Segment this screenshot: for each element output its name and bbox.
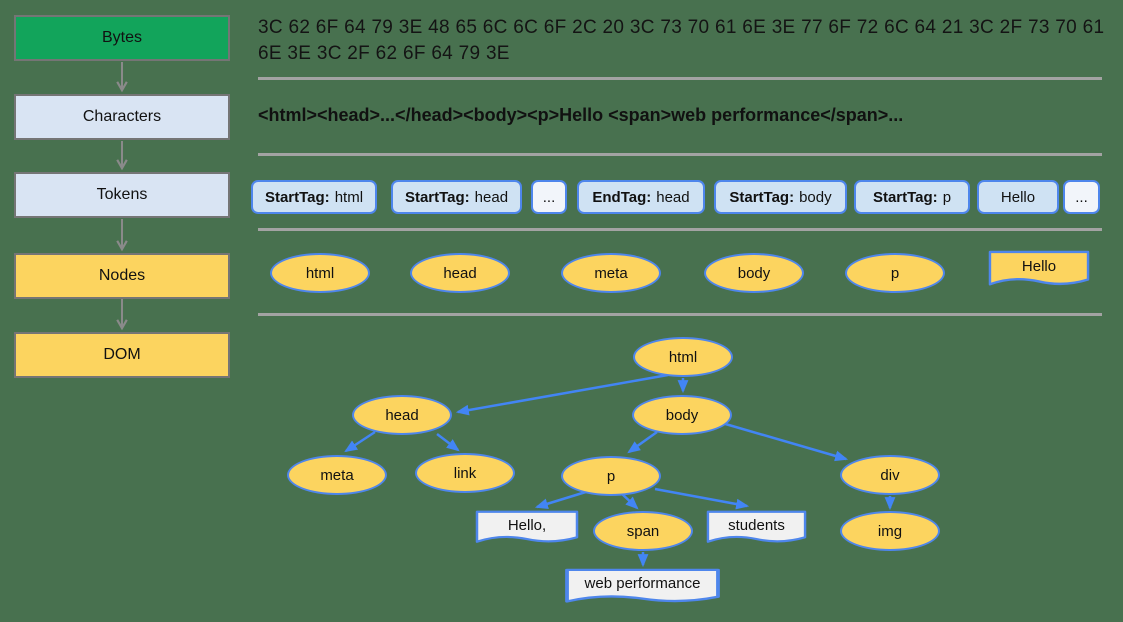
token-ellipsis-1: ... <box>531 180 567 214</box>
divider-bytes <box>258 77 1102 80</box>
token-value: p <box>942 188 952 206</box>
dom-node-meta: meta <box>287 455 387 495</box>
token-value: Hello <box>1000 188 1036 206</box>
token-value: ... <box>1075 188 1088 206</box>
dom-textnode-students: students <box>706 510 807 547</box>
token-type: StartTag: <box>264 188 330 206</box>
token-type: StartTag: <box>404 188 470 206</box>
stage-tokens: Tokens <box>14 172 230 218</box>
token-starttag-body: StartTag:body <box>714 180 847 214</box>
node-html: html <box>270 253 370 293</box>
token-value: html <box>334 188 364 206</box>
edge-head-link <box>436 433 460 452</box>
token-value: head <box>656 188 690 206</box>
stage-dom: DOM <box>14 332 230 378</box>
edge-p-span <box>620 492 639 510</box>
node-label: Hello, <box>507 516 547 534</box>
edge-p-hello <box>534 489 590 509</box>
token-starttag-head: StartTag:head <box>391 180 522 214</box>
dom-textnode-webperf: web performance <box>564 568 721 607</box>
node-p: p <box>845 253 945 293</box>
dom-node-img: img <box>840 511 940 551</box>
node-head: head <box>410 253 510 293</box>
edge-body-div <box>721 421 849 462</box>
dom-textnode-hello: Hello, <box>475 510 579 547</box>
characters-text: <html><head>...</head><body><p>Hello <sp… <box>258 105 904 125</box>
dom-node-div: div <box>840 455 940 495</box>
dom-node-head: head <box>352 395 452 435</box>
stage-bytes: Bytes <box>14 15 230 61</box>
node-label: web performance <box>584 575 701 593</box>
node-label: students <box>728 516 785 534</box>
token-ellipsis-2: ... <box>1063 180 1100 214</box>
edge-html-head <box>455 373 669 416</box>
stage-nodes: Nodes <box>14 253 230 299</box>
dom-node-html: html <box>633 337 733 377</box>
token-starttag-p: StartTag:p <box>854 180 970 214</box>
edge-body-p <box>627 430 658 454</box>
text-node-shape <box>706 510 807 543</box>
divider-tokens <box>258 228 1102 231</box>
stage-characters: Characters <box>14 94 230 140</box>
text-node-shape <box>565 568 720 603</box>
node-label: Hello <box>1021 257 1057 275</box>
token-starttag-html: StartTag:html <box>251 180 377 214</box>
divider-nodes <box>258 313 1102 316</box>
node-meta: meta <box>561 253 661 293</box>
bytes-hex-line1: 3C 62 6F 64 79 3E 48 65 6C 6C 6F 2C 20 3… <box>258 17 1105 38</box>
edge-head-meta <box>344 430 376 453</box>
token-type: StartTag: <box>872 188 938 206</box>
dom-node-body: body <box>632 395 732 435</box>
node-body: body <box>704 253 804 293</box>
token-endtag-head: EndTag:head <box>577 180 705 214</box>
dom-node-link: link <box>415 453 515 493</box>
token-type: EndTag: <box>592 188 652 206</box>
token-text-hello: Hello <box>977 180 1059 214</box>
token-value: head <box>474 188 509 206</box>
token-value: ... <box>542 188 556 206</box>
dom-node-span: span <box>593 511 693 551</box>
token-type: StartTag: <box>729 188 795 206</box>
text-node-shape <box>988 250 1090 286</box>
node-text-hello: Hello <box>988 250 1090 290</box>
token-value: body <box>799 188 832 206</box>
bytes-hex-line2: 6E 3E 3C 2F 62 6F 64 79 3E <box>258 43 510 64</box>
text-node-shape <box>475 510 579 543</box>
dom-node-p: p <box>561 456 661 496</box>
divider-characters <box>258 153 1102 156</box>
edge-p-students <box>654 487 750 510</box>
